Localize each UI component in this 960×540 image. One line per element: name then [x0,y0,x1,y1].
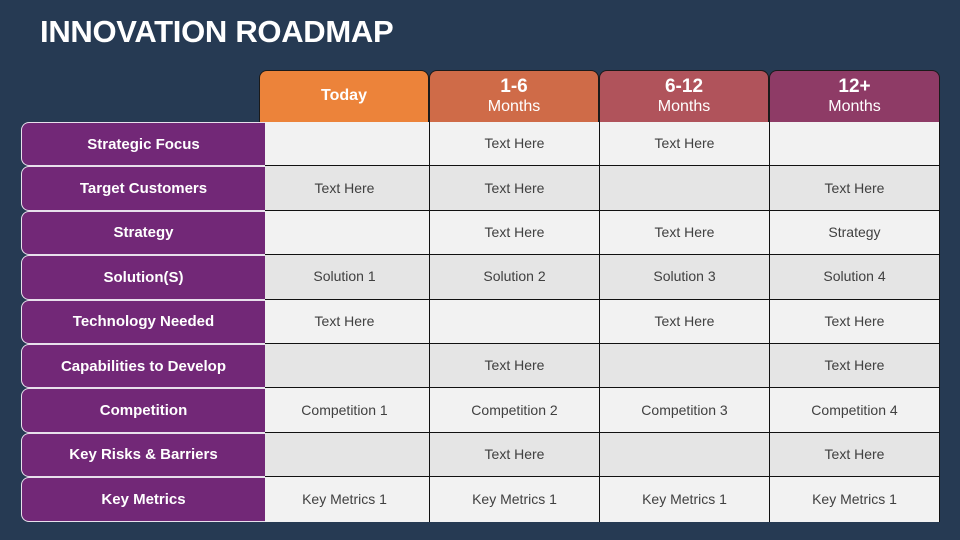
table-cell [260,344,430,388]
table-cell: Solution 3 [600,255,770,299]
table-cell: Text Here [600,299,770,343]
table-cell: Text Here [430,122,600,166]
table-cell [600,344,770,388]
table-cell: Text Here [260,299,430,343]
table-cell: Competition 4 [811,401,898,418]
table-cell: Text Here [260,166,430,210]
table-cell: Key Metrics 1 [430,477,600,522]
table-cell: Solution 1 [260,255,430,299]
table-cell [770,122,939,165]
table-cell: Solution 2 [430,255,600,299]
table-cell [260,210,430,255]
table-cell [260,122,430,166]
table-cell: Key Metrics 1 [260,477,430,522]
column-header-line1: 1-6 [500,76,528,98]
row-label: Target Customers [21,166,265,211]
table-cell: Text Here [430,344,600,388]
row-label: Capabilities to Develop [21,344,265,389]
table-cell: Competition 3 [600,388,770,432]
table-cell: Text Here [430,432,600,477]
column-header-line2: Months [828,98,881,116]
table-row: Text Here Text Here Text Here [260,299,939,344]
table-cell: Key Metrics 1 [600,477,770,522]
table-cell [430,299,600,343]
table-cell: Text Here [824,179,885,196]
row-label: Solution(S) [21,255,265,300]
table-cell: Key Metrics 1 [812,490,897,507]
column-header-line2: Months [657,98,711,116]
column-header-1-6-months: 1-6 Months [429,70,599,122]
row-label: Competition [21,388,265,433]
row-label: Technology Needed [21,299,265,344]
table-cell: Text Here [824,357,885,374]
table-cell: Competition 1 [260,388,430,432]
table-cell: Text Here [600,210,770,255]
row-label: Key Risks & Barriers [21,432,265,478]
table-cell: Solution 4 [823,268,886,285]
column-header-12-plus-months: 12+ Months [769,70,940,122]
table-cell: Competition 2 [430,388,600,432]
column-header-6-12-months: 6-12 Months [599,70,769,122]
table-cell [600,432,770,477]
column-header-line1: 12+ [838,76,871,98]
row-label: Key Metrics [21,477,265,522]
table-cell [260,432,430,477]
table-cell: Text Here [600,122,770,166]
table-cell: Text Here [824,312,885,329]
column-header-line1: 6-12 [664,76,704,98]
column-header-line1: Today [321,87,367,105]
table-cell: Text Here [430,210,600,255]
table-row: Text Here Text Here [260,344,939,389]
row-label: Strategy [21,210,265,256]
table-cell: Strategy [828,224,881,241]
column-header-today: Today [259,70,429,122]
table-row: Text Here Text Here [260,432,939,478]
column-header-line2: Months [487,98,541,116]
row-label: Strategic Focus [21,122,265,167]
table-cell: Text Here [824,446,885,463]
page-title: INNOVATION ROADMAP [40,14,394,49]
table-cell: Text Here [430,166,600,210]
table-cell [600,166,770,210]
